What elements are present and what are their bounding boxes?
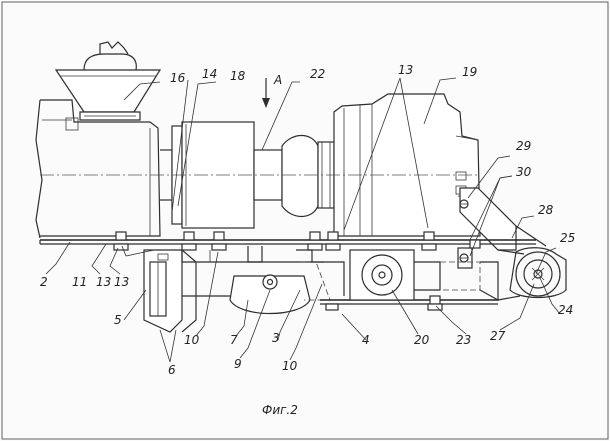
callout-13-top: 13 [398, 63, 413, 77]
callout-23: 23 [456, 333, 471, 347]
callout-24: 24 [558, 303, 573, 317]
tension-bracket [457, 187, 517, 269]
callout-25: 25 [560, 231, 575, 245]
callout-18: 18 [230, 69, 246, 83]
chute [143, 249, 197, 333]
wheel-housing [229, 246, 331, 314]
callout-2: 2 [40, 275, 48, 289]
callout-14: 14 [202, 67, 217, 81]
callout-13-left: 13 [114, 275, 129, 289]
callout-7: 7 [230, 333, 238, 347]
leader-lines [45, 77, 561, 363]
gearbox [333, 93, 481, 237]
shaft-assembly [253, 134, 335, 218]
callout-28: 28 [538, 203, 554, 217]
motor [349, 249, 481, 301]
callout-10-right: 10 [282, 359, 298, 373]
callout-11: 11 [72, 275, 87, 289]
bolts-row [113, 231, 481, 251]
callout-30: 30 [516, 165, 532, 179]
view-arrow-label: A [273, 73, 282, 87]
callout-29: 29 [516, 139, 531, 153]
callout-5: 5 [114, 313, 122, 327]
callout-27: 27 [490, 329, 506, 343]
break-line [35, 99, 43, 239]
callout-20: 20 [414, 333, 430, 347]
base-plate [39, 239, 536, 245]
view-arrow: A [262, 73, 282, 108]
callout-3: 3 [272, 331, 280, 345]
callout-19: 19 [462, 65, 477, 79]
callout-6: 6 [168, 363, 176, 377]
callout-4: 4 [362, 333, 370, 347]
belt-drive [479, 225, 567, 302]
figure-caption: Фиг.2 [262, 403, 298, 417]
hopper [54, 41, 162, 121]
callout-16: 16 [170, 71, 186, 85]
callout-13-mid: 13 [96, 275, 111, 289]
callout-10-left: 10 [184, 333, 200, 347]
callout-labels: 16 14 18 22 13 19 29 30 28 25 24 27 23 2… [40, 63, 575, 377]
callout-9: 9 [234, 357, 242, 371]
callout-22: 22 [310, 67, 325, 81]
